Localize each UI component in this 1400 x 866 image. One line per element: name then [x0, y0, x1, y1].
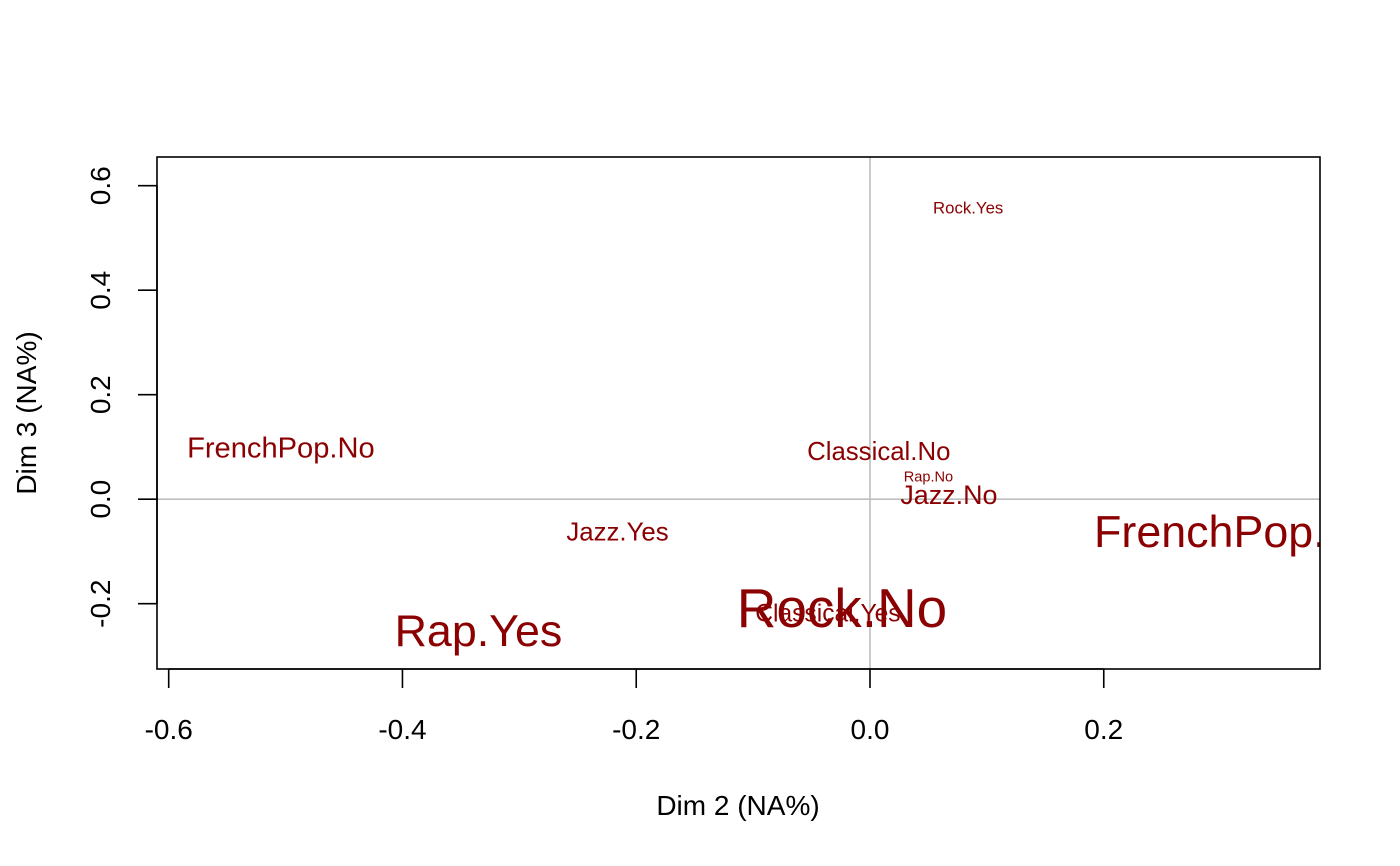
x-tick-label: -0.6 — [145, 714, 193, 745]
category-label: Jazz.Yes — [566, 518, 668, 546]
x-tick-label: 0.0 — [851, 714, 890, 745]
x-axis-title: Dim 2 (NA%) — [656, 790, 819, 821]
category-label: FrenchPop.No — [187, 432, 375, 464]
y-tick-label: 0.6 — [85, 166, 116, 205]
category-label: Rap.No — [904, 469, 953, 485]
x-tick-label: -0.4 — [378, 714, 426, 745]
x-tick-label: -0.2 — [612, 714, 660, 745]
y-tick-label: 0.2 — [85, 375, 116, 414]
x-tick-label: 0.2 — [1084, 714, 1123, 745]
category-label: Classical.Yes — [755, 600, 900, 627]
reference-lines — [157, 157, 1320, 669]
y-tick-label: 0.0 — [85, 480, 116, 519]
category-label: FrenchPop.Yes — [1094, 507, 1399, 557]
x-axis: -0.6 -0.4 -0.2 0.0 0.2 — [145, 668, 1123, 745]
category-label: Rock.No — [737, 577, 947, 639]
y-axis-title: Dim 3 (NA%) — [11, 331, 42, 494]
y-axis: -0.2 0.0 0.2 0.4 0.6 — [85, 166, 158, 628]
category-label: Jazz.No — [900, 480, 997, 510]
category-label: Rap.Yes — [395, 606, 563, 656]
category-label: Classical.No — [807, 438, 950, 466]
y-tick-label: -0.2 — [85, 580, 116, 628]
category-label: Rock.Yes — [933, 199, 1003, 218]
y-tick-label: 0.4 — [85, 271, 116, 310]
